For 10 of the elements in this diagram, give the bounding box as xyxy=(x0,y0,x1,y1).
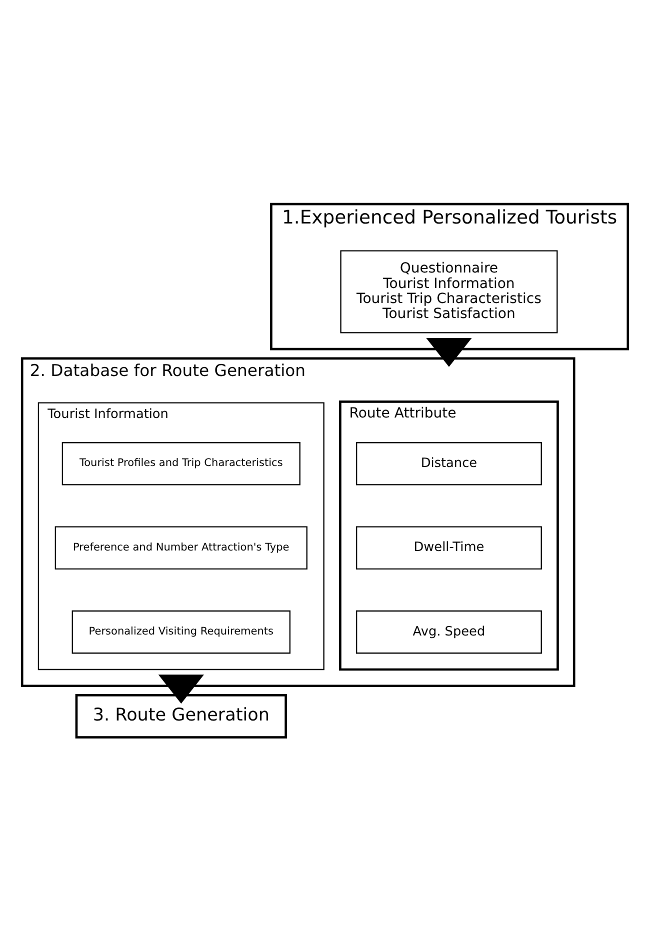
arrow xyxy=(158,674,204,704)
node-box: Tourist Profiles and Trip Characteristics xyxy=(62,442,300,486)
node-box: 3. Route Generation xyxy=(75,694,287,738)
node-box: Dwell-Time xyxy=(356,526,542,570)
node-box: Questionnaire Tourist Information Tourist Trip Characteristics Tourist Satisfaction xyxy=(340,250,558,334)
node-box: Distance xyxy=(356,442,542,486)
node-box: Avg. Speed xyxy=(356,610,542,654)
node-box: Personalized Visiting Requirements xyxy=(72,610,290,654)
arrow xyxy=(426,338,472,367)
node-box: Preference and Number Attraction's Type xyxy=(54,526,308,570)
